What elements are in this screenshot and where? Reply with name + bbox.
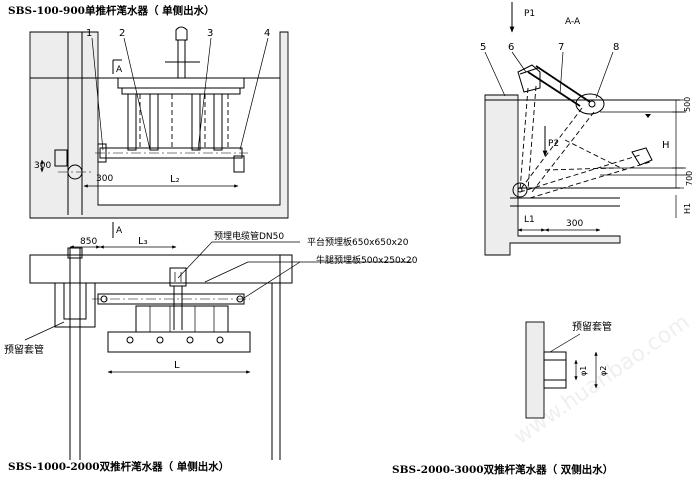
float: [575, 93, 605, 115]
callout-leg-plate: 牛腿预埋板500x250x20: [316, 254, 418, 266]
part-number-3: 3: [207, 28, 213, 39]
part-number-5: 5: [480, 42, 486, 53]
dim-850: 850: [80, 237, 97, 247]
callout-sleeve-left: 预留套管: [4, 343, 44, 356]
dim-300-section: 300: [566, 219, 583, 229]
part-number-4: 4: [264, 28, 270, 39]
dim-H1: H1: [683, 203, 692, 214]
sleeve-wall: [525, 321, 545, 419]
dim-L1: L1: [524, 215, 535, 225]
callout-platform-plate: 平台预埋板650x650x20: [307, 236, 409, 248]
single-push-rod-view: SBS-100-900单推杆滗水器（ 单侧出水）: [8, 4, 289, 219]
push-rods: [127, 93, 229, 151]
title-double-outlet: SBS-2000-3000双推杆滗水器（ 双侧出水）: [392, 463, 613, 476]
force-p1: P1: [524, 9, 535, 19]
dim-L2: L₂: [170, 174, 180, 185]
section-a-a-view: A-A P1: [392, 2, 694, 476]
weir-trough: [107, 331, 251, 353]
part-number-1: 1: [86, 28, 92, 39]
platform-beam: [29, 254, 293, 284]
part-number-6: 6: [508, 42, 514, 53]
part-number-2: 2: [119, 28, 125, 39]
title-double-push-rod: SBS-1000-2000双推杆滗水器（ 单侧出水）: [8, 460, 229, 473]
callout-cable-conduit: 预埋电缆管DN50: [214, 230, 284, 242]
section-concrete: [484, 94, 621, 256]
title-single-push-rod: SBS-100-900单推杆滗水器（ 单侧出水）: [8, 4, 215, 17]
dim-L: L: [174, 360, 180, 371]
drive-unit: [169, 267, 187, 287]
dim-H: H: [662, 140, 670, 151]
section-mark-top: A: [116, 65, 123, 75]
section-title-a-a: A-A: [565, 17, 581, 27]
dim-700: 700: [685, 171, 694, 186]
dim-300-left: 300: [34, 161, 51, 171]
basin-wall: [29, 31, 289, 219]
callout-sleeve-right: 预留套管: [572, 320, 612, 333]
pivot: [512, 182, 528, 198]
dim-300-right: 300: [96, 174, 113, 184]
part-number-8: 8: [613, 42, 619, 53]
section-mark-bottom: A: [116, 226, 123, 236]
part-number-7: 7: [558, 42, 564, 53]
dim-phi2: φ2: [599, 366, 608, 376]
force-p2: P2: [548, 139, 559, 149]
dim-L3: L₃: [138, 236, 148, 247]
double-push-rod-view: A 850 L₃ L 预埋电缆管DN50 平台预埋板650x650x20 牛腿预…: [4, 222, 418, 473]
dim-phi1: φ1: [579, 366, 588, 376]
dim-500: 500: [683, 97, 692, 112]
